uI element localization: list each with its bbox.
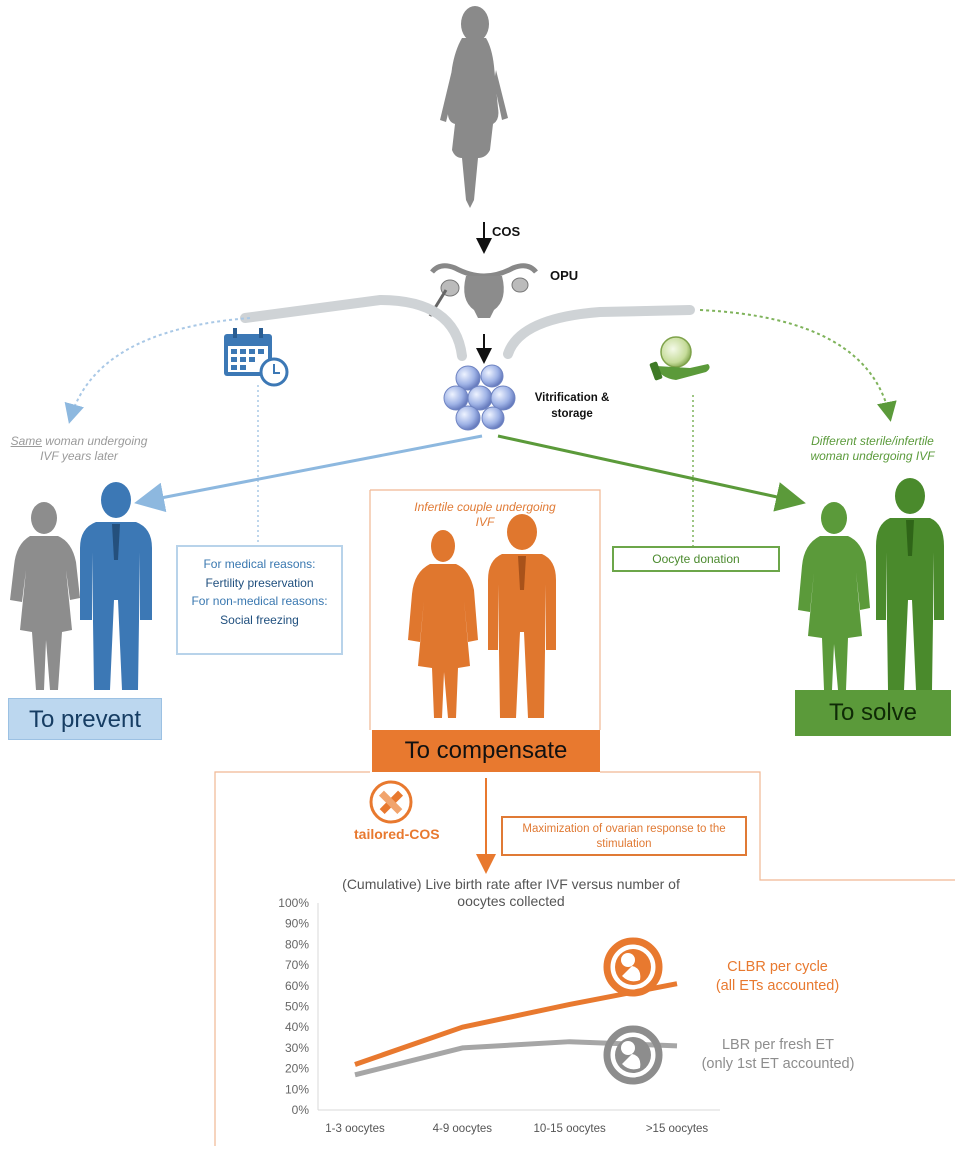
uterus-icon	[428, 263, 538, 318]
chart-title: (Cumulative) Live birth rate after IVF v…	[296, 876, 726, 910]
chart-x-axis: 1-3 oocytes 4-9 oocytes 10-15 oocytes >15 o…	[325, 1123, 708, 1135]
left-desc-line1: woman undergoing	[41, 434, 148, 448]
right-description: Different sterile/infertile woman underg…	[790, 434, 955, 464]
y-tick-label: 40%	[285, 1020, 309, 1034]
maximization-box: Maximization of ovarian response to the …	[501, 816, 747, 856]
fertility-preservation-text: Fertility preservation	[205, 575, 314, 590]
x-tick-label: 10-15 oocytes	[534, 1123, 606, 1135]
left-desc-underlined: Same	[10, 434, 42, 448]
x-tick-label: 1-3 oocytes	[325, 1123, 385, 1135]
x-tick-label: >15 oocytes	[646, 1123, 709, 1135]
social-freezing-text: Social freezing	[220, 612, 299, 627]
x-tick-label: 4-9 oocytes	[433, 1123, 493, 1135]
cos-label: COS	[492, 224, 521, 239]
oocyte-cluster-icon	[443, 364, 516, 431]
hand-egg-icon	[649, 336, 710, 381]
y-tick-label: 100%	[278, 896, 309, 910]
y-tick-label: 80%	[285, 937, 309, 951]
zoom-frame-left	[214, 771, 370, 1146]
live-birth-rate-chart: 100% 90% 80% 70% 60% 50% 40% 30% 20% 10% 0% 1-3 oo…	[278, 896, 720, 1135]
to-prevent-label: To prevent	[8, 698, 162, 740]
center-desc-line2: IVF	[475, 515, 495, 529]
chart-title-line1: (Cumulative) Live birth rate after IVF v…	[342, 876, 680, 892]
legend-lbr: LBR per fresh ET (only 1st ET accounted)	[688, 1036, 868, 1074]
center-man-silhouette-icon	[488, 514, 556, 718]
y-tick-label: 30%	[285, 1041, 309, 1055]
pencil-ruler-icon	[369, 780, 413, 824]
right-woman-silhouette-icon	[798, 502, 870, 690]
zoom-frame-right	[600, 771, 955, 881]
center-description: Infertile couple undergoing IVF	[385, 500, 585, 530]
oocyte-donation-box: Oocyte donation	[612, 546, 780, 572]
y-tick-label: 70%	[285, 958, 309, 972]
center-desc-line1: Infertile couple undergoing	[414, 500, 556, 514]
right-desc-line1: Different sterile/infertile	[811, 434, 934, 448]
left-man-silhouette-icon	[80, 482, 152, 690]
reasons-box: For medical reasons: Fertility preservat…	[176, 545, 343, 655]
legend-lbr-subtitle: (only 1st ET accounted)	[701, 1055, 855, 1072]
legend-clbr: CLBR per cycle (all ETs accounted)	[690, 958, 865, 996]
to-compensate-label: To compensate	[372, 730, 600, 772]
y-tick-label: 20%	[285, 1062, 309, 1076]
to-solve-label: To solve	[795, 690, 951, 736]
left-dotted-curve	[64, 317, 251, 424]
center-woman-silhouette-icon	[408, 530, 478, 718]
maximization-line1: Maximization of ovarian response to the	[522, 823, 726, 835]
fetus-icon-orange	[603, 937, 663, 997]
blue-arrow-to-prevent	[134, 434, 483, 513]
medical-reasons-label: For medical reasons:	[203, 557, 316, 571]
chart-y-axis: 100% 90% 80% 70% 60% 50% 40% 30% 20% 10% 0%	[278, 896, 309, 1117]
legend-clbr-name: CLBR per cycle	[727, 959, 828, 975]
calendar-icon	[224, 328, 289, 387]
left-woman-silhouette-icon	[10, 502, 80, 690]
tailored-cos-label: tailored-COS	[354, 826, 440, 842]
left-swoosh-arrow	[240, 294, 467, 361]
maximization-line2: stimulation	[596, 837, 652, 850]
green-arrow-to-solve	[497, 434, 806, 512]
right-man-silhouette-icon	[876, 478, 944, 690]
left-description: Same woman undergoing IVF years later	[4, 434, 154, 464]
right-desc-line2: woman undergoing IVF	[810, 449, 935, 463]
woman-silhouette-icon	[440, 6, 508, 208]
chart-title-line2: oocytes collected	[457, 892, 565, 909]
y-tick-label: 90%	[285, 917, 309, 931]
vitrification-line2: storage	[551, 408, 593, 421]
right-dotted-curve	[699, 309, 897, 422]
fetus-icon-grey	[603, 1025, 663, 1085]
y-tick-label: 60%	[285, 979, 309, 993]
y-tick-label: 50%	[285, 1000, 309, 1014]
non-medical-reasons-label: For non-medical reasons:	[191, 594, 328, 609]
opu-label: OPU	[550, 268, 579, 283]
y-tick-label: 10%	[285, 1082, 309, 1096]
legend-clbr-subtitle: (all ETs accounted)	[715, 977, 840, 994]
y-tick-label: 0%	[292, 1103, 310, 1117]
center-frame-top	[370, 489, 601, 730]
vitrification-label: Vitrification & storage	[524, 390, 620, 422]
vitrification-line1: Vitrification &	[534, 392, 610, 404]
right-swoosh-arrow	[503, 305, 695, 359]
legend-lbr-name: LBR per fresh ET	[721, 1037, 834, 1053]
left-desc-line2: IVF years later	[40, 449, 118, 463]
